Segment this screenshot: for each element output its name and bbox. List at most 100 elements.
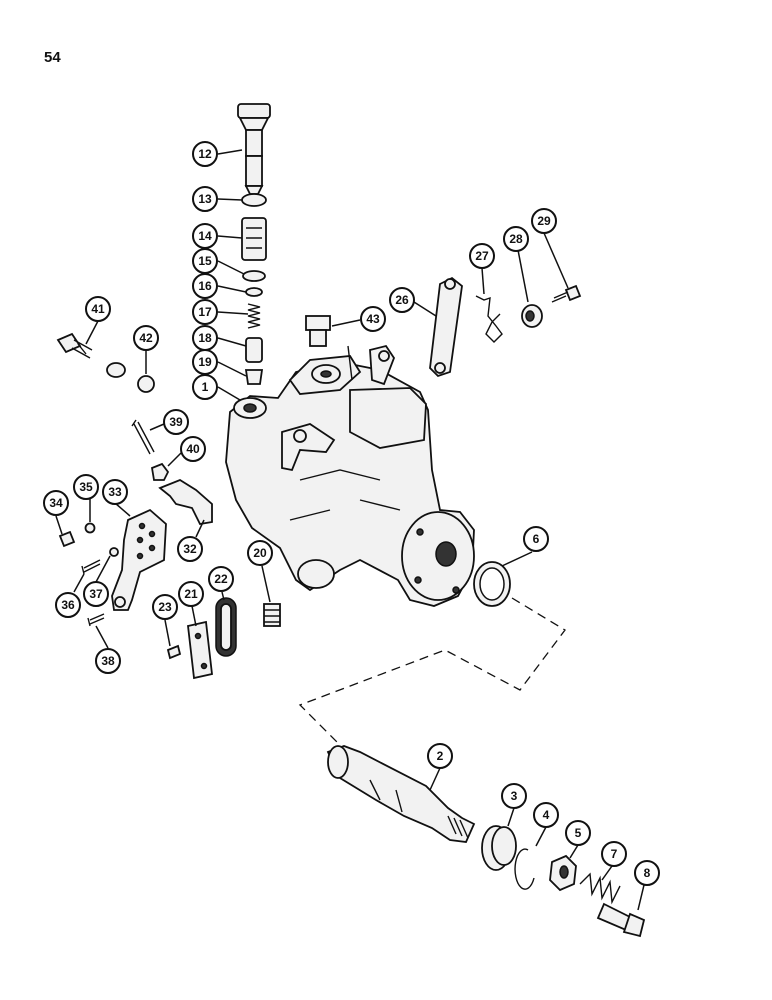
callout-22: 22 bbox=[208, 566, 234, 592]
callout-13: 13 bbox=[192, 186, 218, 212]
callout-3: 3 bbox=[501, 783, 527, 809]
svg-text:2: 2 bbox=[437, 749, 444, 763]
callout-12: 12 bbox=[192, 141, 218, 167]
part-8-bolt bbox=[596, 902, 646, 938]
part-1-injection-pump-body bbox=[225, 344, 475, 607]
svg-text:27: 27 bbox=[475, 249, 489, 263]
part-2-drive-shaft bbox=[326, 745, 476, 843]
svg-text:5: 5 bbox=[575, 826, 582, 840]
part-14-delivery-valve bbox=[241, 217, 267, 261]
callout-36: 36 bbox=[55, 592, 81, 618]
part-34-screw bbox=[58, 530, 76, 548]
svg-text:40: 40 bbox=[186, 442, 200, 456]
callout-15: 15 bbox=[192, 248, 218, 274]
part-28-bushing bbox=[521, 304, 543, 328]
callout-1: 1 bbox=[192, 374, 218, 400]
callout-34: 34 bbox=[43, 490, 69, 516]
part-18-sleeve bbox=[245, 337, 263, 363]
callout-19: 19 bbox=[192, 349, 218, 375]
svg-text:35: 35 bbox=[79, 480, 93, 494]
part-41-bolt bbox=[56, 332, 93, 359]
part-38-screw bbox=[87, 613, 105, 627]
svg-text:43: 43 bbox=[366, 312, 380, 326]
svg-text:15: 15 bbox=[198, 254, 212, 268]
svg-text:4: 4 bbox=[543, 808, 550, 822]
part-13-washer bbox=[241, 193, 267, 207]
part-39-screw bbox=[131, 419, 155, 455]
callout-32: 32 bbox=[177, 536, 203, 562]
svg-text:28: 28 bbox=[509, 232, 523, 246]
callout-35: 35 bbox=[73, 474, 99, 500]
callout-5: 5 bbox=[565, 820, 591, 846]
svg-text:22: 22 bbox=[214, 572, 228, 586]
callout-40: 40 bbox=[180, 436, 206, 462]
callout-29: 29 bbox=[531, 208, 557, 234]
svg-text:23: 23 bbox=[158, 600, 172, 614]
callout-16: 16 bbox=[192, 273, 218, 299]
callout-21: 21 bbox=[178, 581, 204, 607]
callout-6: 6 bbox=[523, 526, 549, 552]
callout-17: 17 bbox=[192, 299, 218, 325]
svg-text:1: 1 bbox=[202, 380, 209, 394]
svg-text:13: 13 bbox=[198, 192, 212, 206]
callout-28: 28 bbox=[503, 226, 529, 252]
part-40-nut bbox=[150, 462, 170, 481]
part-12-valve-holder bbox=[237, 103, 271, 195]
callout-41: 41 bbox=[85, 296, 111, 322]
part-27-spring-clip bbox=[475, 295, 503, 343]
part-7-spring bbox=[579, 872, 621, 905]
part-3-collar bbox=[481, 825, 517, 871]
svg-text:34: 34 bbox=[49, 496, 63, 510]
callout-2: 2 bbox=[427, 743, 453, 769]
svg-text:19: 19 bbox=[198, 355, 212, 369]
callout-14: 14 bbox=[192, 223, 218, 249]
leader-lines bbox=[55, 149, 645, 911]
part-23-screw bbox=[166, 644, 182, 660]
callout-4: 4 bbox=[533, 802, 559, 828]
svg-text:26: 26 bbox=[395, 293, 409, 307]
svg-text:21: 21 bbox=[184, 587, 198, 601]
part-22-gasket bbox=[215, 597, 237, 657]
svg-text:32: 32 bbox=[183, 542, 197, 556]
part-42-washer-a bbox=[106, 362, 126, 378]
callout-33: 33 bbox=[102, 479, 128, 505]
part-19-bushing bbox=[244, 369, 264, 385]
svg-text:37: 37 bbox=[89, 587, 103, 601]
svg-text:36: 36 bbox=[61, 598, 75, 612]
svg-text:14: 14 bbox=[198, 229, 212, 243]
part-5-nut bbox=[549, 854, 577, 892]
svg-text:18: 18 bbox=[198, 331, 212, 345]
callout-20: 20 bbox=[247, 540, 273, 566]
svg-text:12: 12 bbox=[198, 147, 212, 161]
part-17-spring bbox=[247, 303, 261, 329]
svg-text:20: 20 bbox=[253, 546, 267, 560]
part-35-washer bbox=[84, 522, 96, 534]
part-26-lever bbox=[429, 276, 463, 378]
part-43-fitting bbox=[305, 315, 331, 347]
part-42-washer-b bbox=[137, 375, 155, 393]
part-15-seal bbox=[242, 270, 266, 282]
part-29-screw bbox=[551, 284, 582, 303]
svg-text:7: 7 bbox=[611, 847, 618, 861]
callout-37: 37 bbox=[83, 581, 109, 607]
callout-27: 27 bbox=[469, 243, 495, 269]
callout-8: 8 bbox=[634, 860, 660, 886]
assembly-path-line bbox=[298, 597, 566, 746]
svg-text:16: 16 bbox=[198, 279, 212, 293]
svg-text:33: 33 bbox=[108, 485, 122, 499]
svg-text:41: 41 bbox=[91, 302, 105, 316]
svg-text:3: 3 bbox=[511, 789, 518, 803]
callout-26: 26 bbox=[389, 287, 415, 313]
callout-18: 18 bbox=[192, 325, 218, 351]
part-16-o-ring bbox=[245, 287, 263, 297]
svg-text:38: 38 bbox=[101, 654, 115, 668]
part-36-screw bbox=[81, 559, 101, 575]
svg-text:39: 39 bbox=[169, 415, 183, 429]
part-33-lever-plate bbox=[111, 508, 167, 611]
callout-38: 38 bbox=[95, 648, 121, 674]
callout-23: 23 bbox=[152, 594, 178, 620]
svg-text:17: 17 bbox=[198, 305, 212, 319]
callout-39: 39 bbox=[163, 409, 189, 435]
